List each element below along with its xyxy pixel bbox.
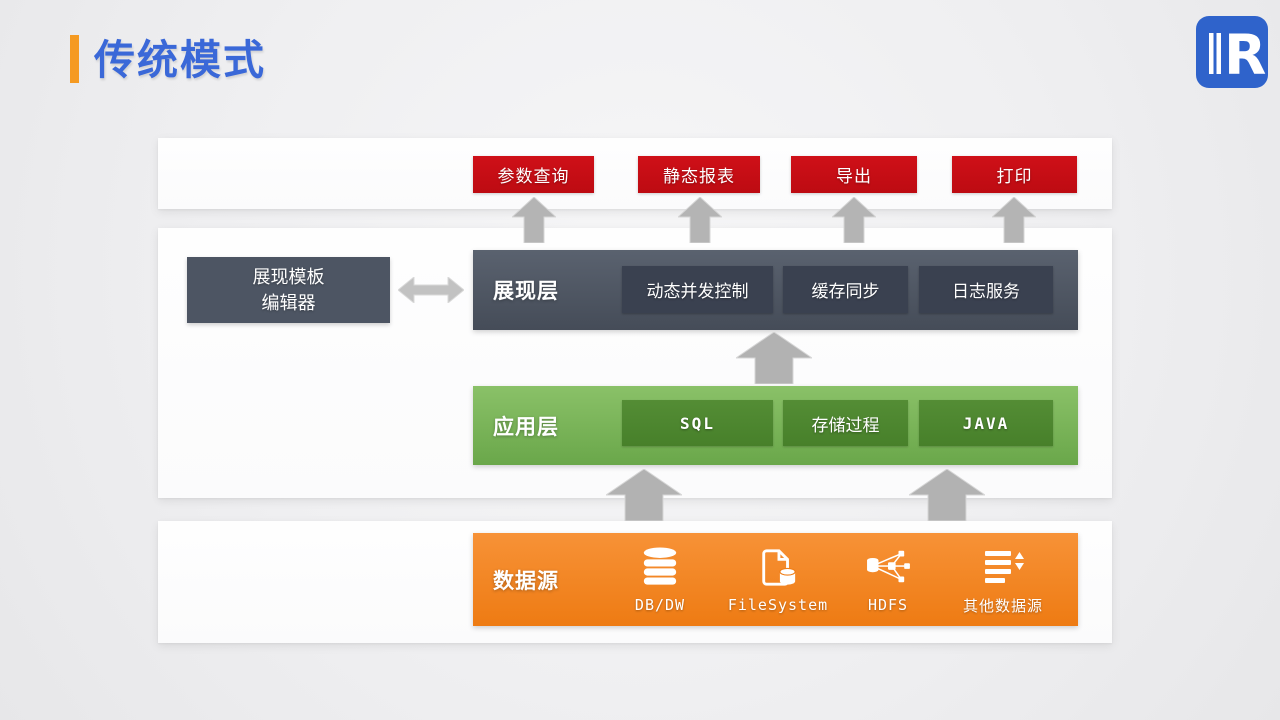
output-box-print: 打印 (952, 156, 1077, 193)
hdfs-cluster-icon (864, 545, 912, 587)
presentation-item-concurrency: 动态并发控制 (622, 266, 773, 313)
application-layer: 应用层 SQL 存储过程 JAVA (473, 386, 1078, 465)
template-editor-line1: 展现模板 (252, 266, 325, 287)
up-arrow-icon (909, 469, 985, 521)
output-box-export: 导出 (791, 156, 917, 193)
application-item-java: JAVA (919, 400, 1053, 446)
r-logo-icon: R (1196, 16, 1268, 88)
datasource-layer-label: 数据源 (493, 569, 559, 593)
datasource-item-label: DB/DW (634, 596, 686, 614)
application-item-stored-procedure: 存储过程 (783, 400, 908, 446)
datasource-item-dbdw: DB/DW (595, 533, 725, 626)
other-sources-icon (981, 544, 1025, 586)
file-system-icon (756, 545, 800, 587)
up-arrow-icon (678, 197, 722, 243)
presentation-item-cache-sync: 缓存同步 (783, 266, 908, 313)
presentation-layer-label: 展现层 (493, 280, 559, 303)
datasource-item-hdfs: HDFS (823, 533, 953, 626)
datasource-item-label: FileSystem (727, 596, 829, 614)
datasource-layer: 数据源 DB/DW FileSyste (473, 533, 1078, 626)
svg-text:R: R (1224, 23, 1266, 87)
datasource-item-other: 其他数据源 (938, 533, 1068, 626)
up-arrow-icon (736, 332, 812, 384)
title-accent-bar (70, 35, 79, 83)
datasource-item-filesystem: FileSystem (713, 533, 843, 626)
brand-logo: R (1196, 16, 1268, 88)
up-arrow-icon (992, 197, 1036, 243)
template-editor-line2: 编辑器 (261, 293, 316, 313)
up-arrow-icon (832, 197, 876, 243)
application-item-sql: SQL (622, 400, 773, 446)
page-title: 传统模式 (94, 37, 266, 83)
up-arrow-icon (606, 469, 682, 521)
application-layer-label: 应用层 (493, 415, 559, 439)
database-icon (637, 545, 683, 587)
output-box-static-report: 静态报表 (638, 156, 760, 193)
datasource-item-label: 其他数据源 (962, 596, 1043, 615)
template-editor-box: 展现模板 编辑器 (187, 257, 390, 323)
datasource-item-label: HDFS (867, 596, 909, 614)
presentation-layer: 展现层 动态并发控制 缓存同步 日志服务 (473, 250, 1078, 330)
double-arrow-icon (398, 277, 464, 303)
output-box-param-query: 参数查询 (473, 156, 594, 193)
presentation-item-log-service: 日志服务 (919, 266, 1053, 313)
up-arrow-icon (512, 197, 556, 243)
